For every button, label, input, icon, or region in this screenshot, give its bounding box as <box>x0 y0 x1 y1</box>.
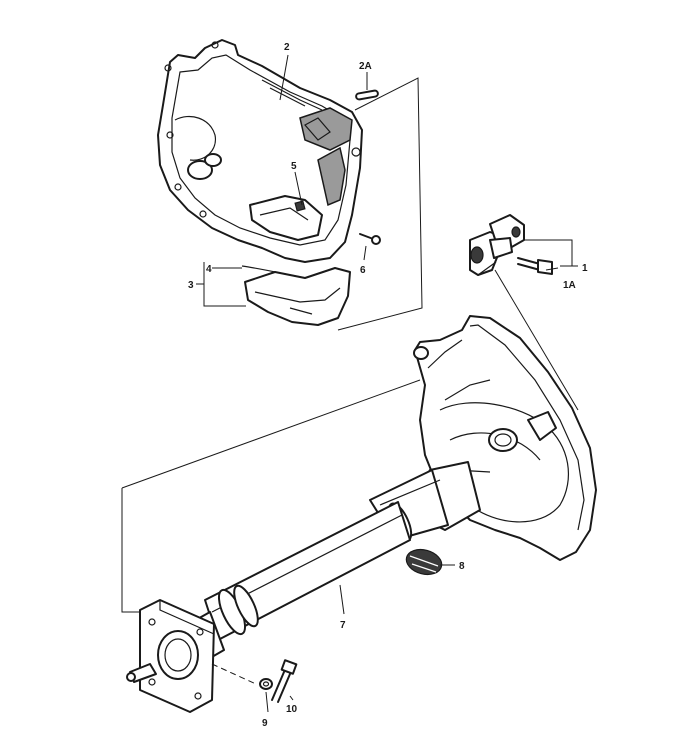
callout-1a: 1A <box>563 280 576 291</box>
bolt-1a <box>517 257 553 275</box>
grommet-8 <box>405 548 443 576</box>
callout-5: 5 <box>291 161 297 172</box>
callout-6: 6 <box>360 265 366 276</box>
callout-7: 7 <box>340 620 346 631</box>
washer-9 <box>259 678 273 690</box>
callout-4: 4 <box>206 264 212 275</box>
upper-gear-housing <box>157 39 363 263</box>
screw-6 <box>359 233 381 245</box>
callout-labels: 2 2A 5 6 4 3 1 1A 8 7 9 10 <box>188 42 588 729</box>
callout-10: 10 <box>286 704 298 715</box>
callout-9: 9 <box>262 718 268 729</box>
callout-2a: 2A <box>359 61 372 72</box>
square-flange <box>126 599 215 713</box>
lower-shield-cover <box>241 265 351 326</box>
leader-lines <box>196 54 578 713</box>
callout-8: 8 <box>459 561 465 572</box>
assembly-lines <box>121 77 579 685</box>
callout-2: 2 <box>284 42 290 53</box>
mounting-bracket <box>469 214 525 276</box>
bolt-10 <box>271 659 298 703</box>
pin-2a <box>355 89 379 101</box>
callout-1: 1 <box>582 263 588 274</box>
driveshaft-tube <box>177 461 481 666</box>
callout-3: 3 <box>188 280 194 291</box>
